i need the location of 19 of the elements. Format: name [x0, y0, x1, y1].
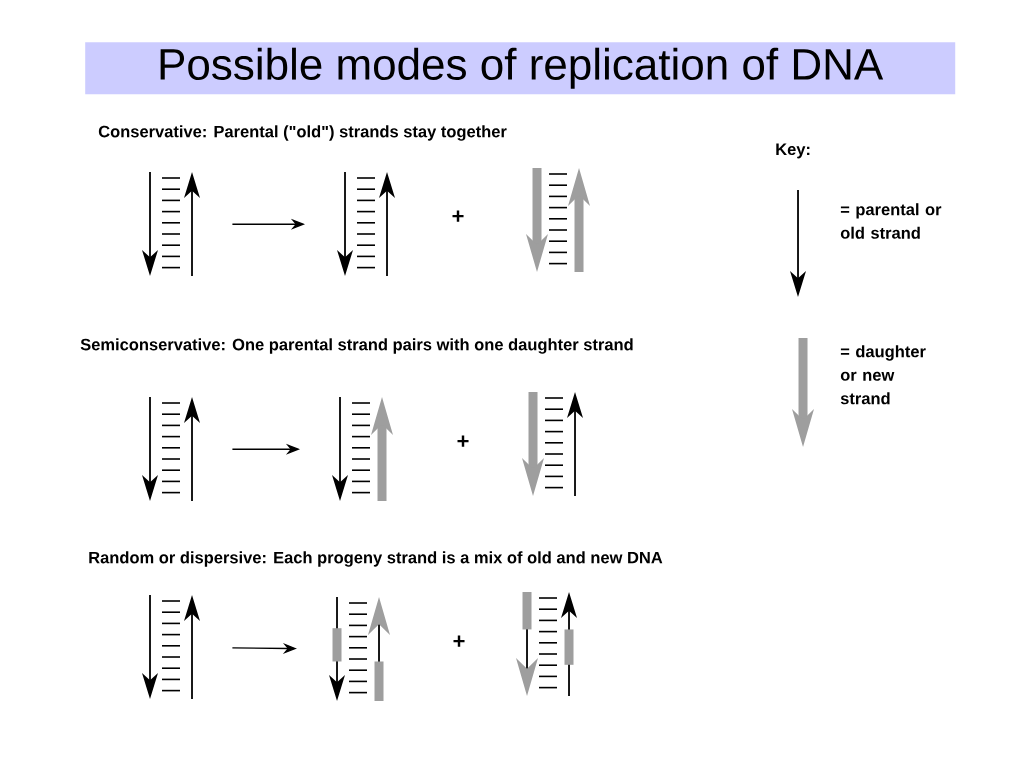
title-banner: Possible modes of replication of DNA	[85, 42, 956, 95]
dna-duplex-drawing	[142, 594, 200, 700]
legend-text: = daughter or new strand	[840, 345, 926, 405]
dna-duplex-drawing	[332, 396, 393, 501]
plus-sign: +	[457, 435, 469, 447]
plus-sign: +	[452, 210, 464, 222]
dna-duplex-drawing	[142, 171, 200, 277]
plus-sign: +	[453, 635, 465, 647]
section-heading: Conservative: Parental ("old") strands stay together	[98, 125, 507, 141]
dna-duplex-drawing	[516, 591, 577, 697]
key-heading: Key:	[776, 143, 810, 159]
dna-duplex-drawing	[522, 392, 583, 497]
dna-duplex-drawing	[526, 168, 590, 272]
section-heading: Random or dispersive: Each progeny strand is a mix of old and new DNA	[89, 551, 663, 567]
legend-text: = parental or old strand	[840, 203, 942, 239]
dna-duplex-drawing	[329, 596, 390, 702]
dna-duplex-drawing	[337, 171, 395, 277]
section-heading: Semiconservative: One parental strand pairs with one daughter strand	[80, 338, 633, 354]
dna-duplex-drawing	[142, 396, 200, 502]
